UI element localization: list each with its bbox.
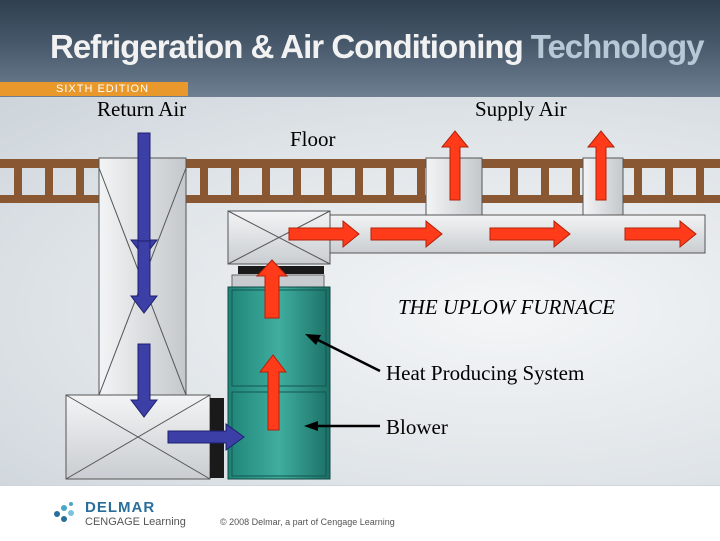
floor-joist [541, 166, 549, 197]
floor-joist [231, 166, 239, 197]
delmar-logo-icon [52, 500, 78, 526]
floor-joist [634, 166, 642, 197]
floor-joist [355, 166, 363, 197]
floor-joist [696, 166, 704, 197]
floor-joist [324, 166, 332, 197]
floor-joist [262, 166, 270, 197]
publisher-name: DELMAR [85, 499, 155, 516]
furnace-title-label: THE UPLOW FURNACE [398, 295, 615, 320]
floor-joist [386, 166, 394, 197]
return-air-label: Return Air [97, 97, 186, 122]
copyright-text: © 2008 Delmar, a part of Cengage Learnin… [220, 517, 395, 527]
floor-label: Floor [290, 127, 336, 152]
floor-joist [417, 166, 425, 197]
floor-joist [293, 166, 301, 197]
floor-joist [200, 166, 208, 197]
heat-system-label: Heat Producing System [386, 361, 584, 386]
publisher-subname: CENGAGE Learning [85, 516, 186, 528]
floor-joist [665, 166, 673, 197]
blower-label: Blower [386, 415, 448, 440]
floor-joist [45, 166, 53, 197]
floor-joist [14, 166, 22, 197]
floor-joist [76, 166, 84, 197]
floor-joist [510, 166, 518, 197]
floor-joist [572, 166, 580, 197]
supply-air-label: Supply Air [475, 97, 567, 122]
